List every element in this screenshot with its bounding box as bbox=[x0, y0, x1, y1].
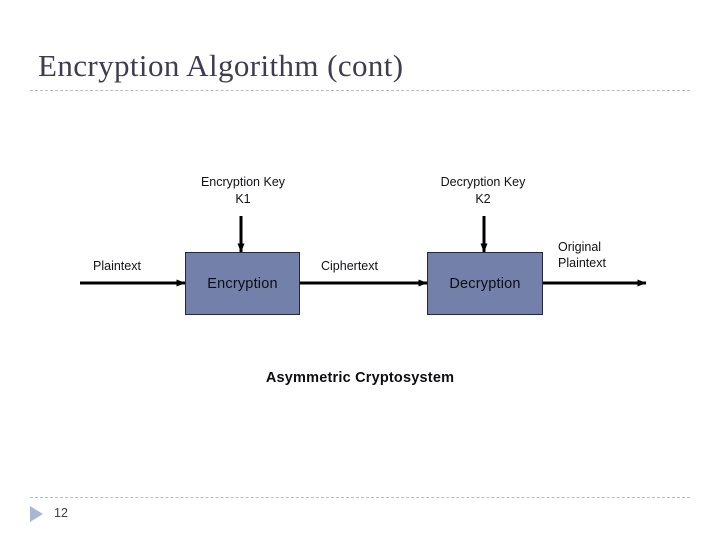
decryption-key-caption: Decryption Key K2 bbox=[425, 174, 541, 208]
encryption-key-name: Encryption Key bbox=[200, 175, 286, 189]
decryption-box-label: Decryption bbox=[449, 275, 521, 292]
encryption-box: Encryption bbox=[185, 252, 300, 315]
plaintext-label: Plaintext bbox=[93, 259, 141, 273]
encryption-box-label: Encryption bbox=[207, 275, 278, 292]
page-title: Encryption Algorithm (cont) bbox=[38, 48, 404, 83]
title-divider bbox=[30, 90, 690, 91]
decryption-key-value: K2 bbox=[475, 192, 491, 206]
decryption-box: Decryption bbox=[427, 252, 543, 315]
encryption-key-caption: Encryption Key K1 bbox=[185, 174, 301, 208]
encryption-key-value: K1 bbox=[235, 192, 251, 206]
original-plaintext-line2: Plaintext bbox=[558, 256, 606, 270]
footer-divider bbox=[30, 497, 690, 498]
decryption-key-name: Decryption Key bbox=[440, 175, 526, 189]
original-plaintext-label: Original Plaintext bbox=[558, 239, 606, 271]
original-plaintext-line1: Original bbox=[558, 240, 602, 254]
triangle-right-icon bbox=[30, 506, 43, 522]
ciphertext-label: Ciphertext bbox=[321, 259, 378, 273]
slide-number: 12 bbox=[54, 506, 68, 520]
diagram-caption: Asymmetric Cryptosystem bbox=[265, 370, 455, 386]
